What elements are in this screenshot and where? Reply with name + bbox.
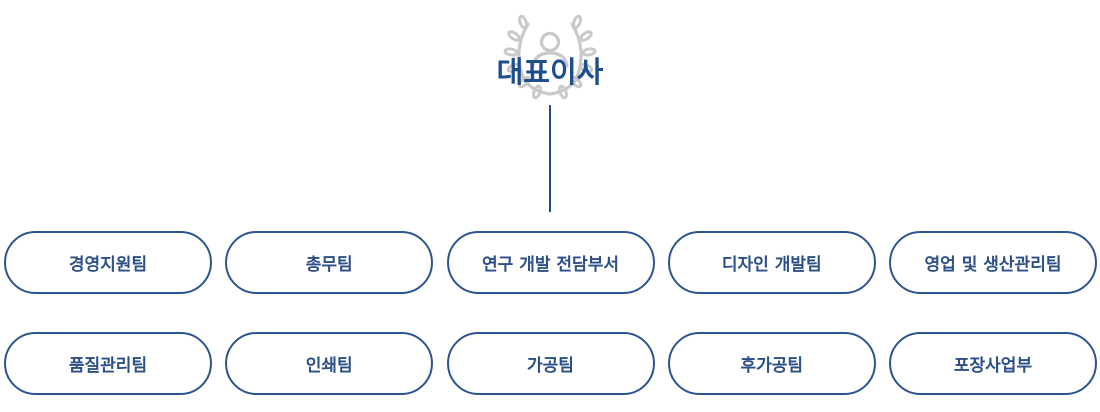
org-connector-line — [549, 105, 551, 212]
dept-label: 후가공팀 — [740, 356, 804, 376]
dept-post-processing[interactable]: 후가공팀 — [667, 332, 876, 395]
department-grid: 경영지원팀 총무팀 연구 개발 전담부서 디자인 개발팀 영업 및 생산관리팀 … — [4, 231, 1097, 395]
dept-printing[interactable]: 인쇄팀 — [225, 332, 434, 395]
dept-processing[interactable]: 가공팀 — [446, 332, 655, 395]
dept-general-affairs[interactable]: 총무팀 — [225, 231, 434, 294]
dept-label: 영업 및 생산관리팀 — [924, 255, 1062, 275]
dept-design-development[interactable]: 디자인 개발팀 — [667, 231, 876, 294]
dept-label: 경영지원팀 — [68, 255, 148, 275]
dept-rnd[interactable]: 연구 개발 전담부서 — [446, 231, 655, 294]
dept-label: 인쇄팀 — [305, 356, 353, 376]
dept-packaging[interactable]: 포장사업부 — [889, 332, 1097, 395]
dept-quality-control[interactable]: 품질관리팀 — [4, 332, 212, 395]
dept-label: 품질관리팀 — [68, 356, 148, 376]
laurel-person-icon — [503, 14, 597, 100]
ceo-title: 대표이사 — [496, 55, 604, 89]
dept-management-support[interactable]: 경영지원팀 — [4, 231, 212, 294]
dept-sales-production[interactable]: 영업 및 생산관리팀 — [889, 231, 1097, 294]
dept-label: 디자인 개발팀 — [721, 255, 822, 275]
dept-label: 포장사업부 — [953, 356, 1033, 376]
dept-label: 연구 개발 전담부서 — [482, 255, 619, 275]
dept-label: 총무팀 — [305, 255, 353, 275]
dept-label: 가공팀 — [527, 356, 574, 376]
